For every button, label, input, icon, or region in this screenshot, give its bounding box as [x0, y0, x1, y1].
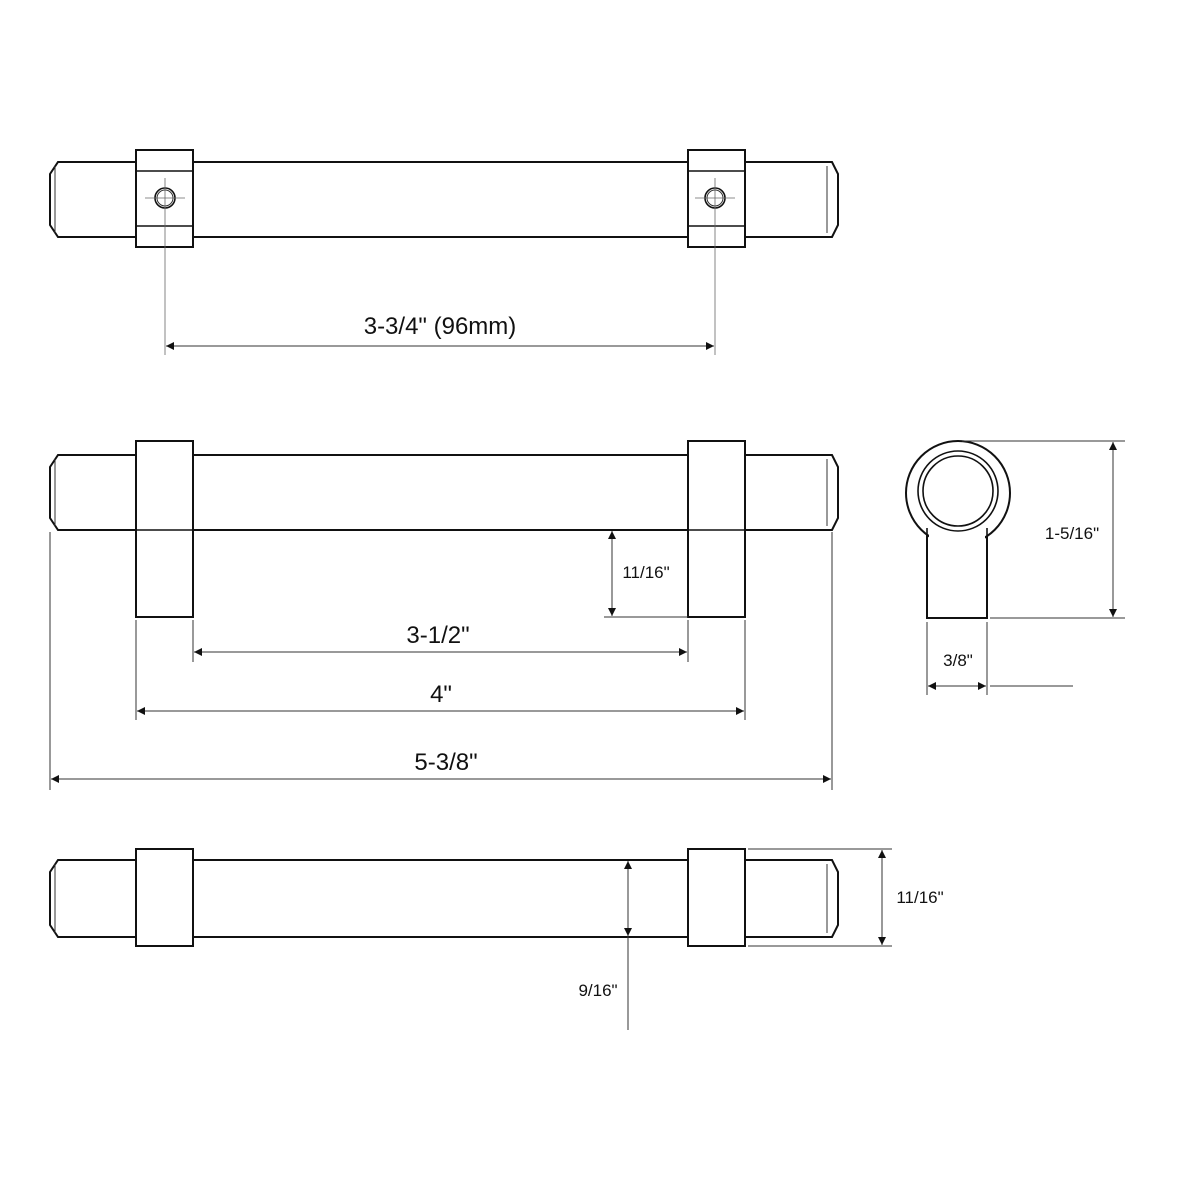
post-height-label: 11/16"	[896, 888, 943, 907]
overall-length-label: 5-3/8"	[414, 749, 477, 776]
front-view: 11/16" 3-1/2" 4" 5-3/8"	[49, 440, 839, 790]
projection-label: 11/16"	[622, 563, 669, 582]
post-span-label: 4"	[430, 681, 452, 708]
rod	[49, 161, 839, 238]
side-height-label: 1-5/16"	[1045, 524, 1099, 543]
bottom-view: 11/16" 9/16"	[49, 848, 944, 1030]
rod-diameter-label: 9/16"	[578, 981, 617, 1000]
left-post	[135, 848, 194, 947]
side-view: 1-5/16" 3/8"	[905, 440, 1125, 695]
rod	[49, 454, 839, 531]
right-post	[687, 149, 746, 355]
left-post	[135, 440, 194, 618]
rod	[49, 859, 839, 938]
top-view: 3-3/4" (96mm)	[49, 149, 839, 355]
right-post	[687, 440, 746, 618]
post-width-label: 3/8"	[943, 651, 973, 670]
left-post	[135, 149, 194, 355]
hole-spacing-label: 3-3/4" (96mm)	[364, 313, 517, 340]
right-post	[687, 848, 746, 947]
inner-gap-label: 3-1/2"	[406, 622, 469, 649]
